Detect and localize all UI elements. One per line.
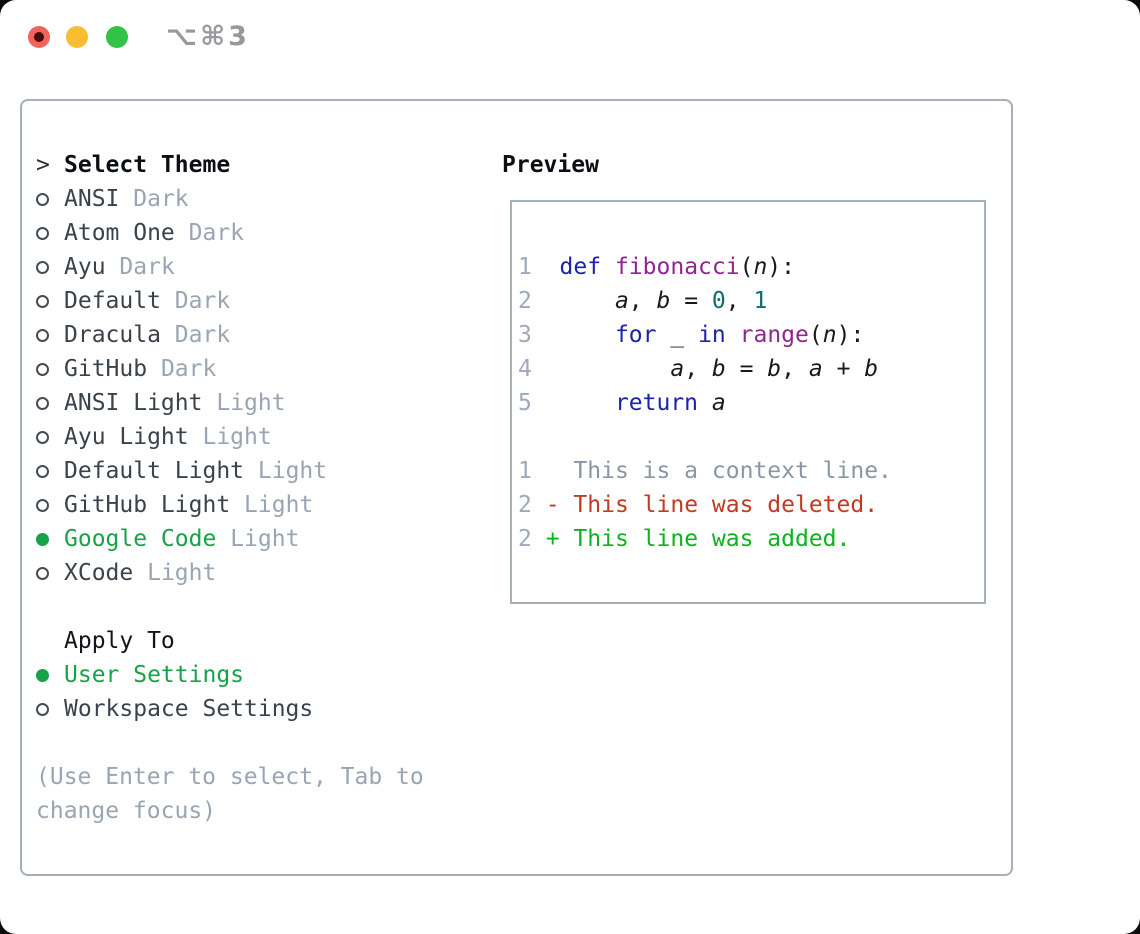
radio-icon xyxy=(36,328,49,342)
window-title: ⌥⌘3 xyxy=(166,21,250,52)
theme-option-ayu-light[interactable]: Ayu Light Light xyxy=(36,420,424,454)
preview-pane: 1 def fibonacci(n): 2 a, b = 0, 1 3 for _ … xyxy=(510,200,986,604)
close-button[interactable] xyxy=(28,26,50,48)
code-line: 2 a, b = 0, 1 xyxy=(518,288,768,314)
apply-to-header: Apply To xyxy=(36,624,424,658)
theme-option-label: Google Code Light xyxy=(64,526,300,552)
close-dot-icon xyxy=(34,32,44,42)
theme-option-default[interactable]: Default Dark xyxy=(36,284,424,318)
theme-option-label: Dracula Dark xyxy=(64,322,231,348)
apply-to-title: Apply To xyxy=(64,628,175,654)
radio-icon xyxy=(36,396,49,410)
radio-icon xyxy=(36,498,49,512)
theme-option-label: ANSI Light Light xyxy=(64,390,286,416)
theme-option-label: ANSI Dark xyxy=(64,186,189,212)
code-line: 2 - This line was deleted. xyxy=(518,492,879,518)
help-text-line-2: change focus) xyxy=(36,798,217,824)
apply-option-label: Workspace Settings xyxy=(64,696,314,722)
spacer xyxy=(36,726,424,760)
theme-option-default-light[interactable]: Default Light Light xyxy=(36,454,424,488)
theme-option-google-code[interactable]: Google Code Light xyxy=(36,522,424,556)
help-text-line-1: (Use Enter to select, Tab to xyxy=(36,764,424,790)
code-line: 3 for _ in range(n): xyxy=(518,322,865,348)
theme-option-ayu[interactable]: Ayu Dark xyxy=(36,250,424,284)
radio-icon xyxy=(36,702,49,716)
theme-option-label: Atom One Dark xyxy=(64,220,245,246)
theme-option-label: XCode Light xyxy=(64,560,217,586)
theme-option-label: Ayu Light Light xyxy=(64,424,272,450)
theme-option-label: Ayu Dark xyxy=(64,254,175,280)
radio-icon xyxy=(36,260,49,274)
theme-option-github-light[interactable]: GitHub Light Light xyxy=(36,488,424,522)
apply-option-user-settings[interactable]: User Settings xyxy=(36,658,424,692)
theme-option-label: GitHub Light Light xyxy=(64,492,314,518)
radio-icon xyxy=(36,464,49,478)
code-line: 4 a, b = b, a + b xyxy=(518,356,879,382)
apply-option-label: User Settings xyxy=(64,662,245,688)
radio-icon xyxy=(36,362,49,376)
radio-icon xyxy=(36,192,49,206)
code-line: 1 def fibonacci(n): xyxy=(518,254,795,280)
theme-option-ansi[interactable]: ANSI Dark xyxy=(36,182,424,216)
theme-option-xcode[interactable]: XCode Light xyxy=(36,556,424,590)
select-theme-title: Select Theme xyxy=(64,152,231,178)
theme-option-label: GitHub Dark xyxy=(64,356,217,382)
code-line: 2 + This line was added. xyxy=(518,526,851,552)
zoom-button[interactable] xyxy=(106,26,128,48)
theme-option-label: Default Light Light xyxy=(64,458,328,484)
radio-icon xyxy=(36,226,49,240)
radio-icon xyxy=(36,430,49,444)
cursor-prompt-icon: > xyxy=(36,152,50,178)
select-theme-header: > Select Theme xyxy=(36,148,424,182)
radio-icon xyxy=(36,294,49,308)
theme-option-atom-one[interactable]: Atom One Dark xyxy=(36,216,424,250)
code-line xyxy=(518,420,984,454)
preview-title: Preview xyxy=(502,152,599,178)
radio-selected-icon xyxy=(36,668,49,682)
theme-option-label: Default Dark xyxy=(64,288,231,314)
code-preview: 1 def fibonacci(n): 2 a, b = 0, 1 3 for _ … xyxy=(512,202,984,556)
spacer xyxy=(36,590,424,624)
radio-icon xyxy=(36,566,49,580)
minimize-button[interactable] xyxy=(66,26,88,48)
theme-option-ansi-light[interactable]: ANSI Light Light xyxy=(36,386,424,420)
code-line: 1 This is a context line. xyxy=(518,458,892,484)
apply-option-workspace-settings[interactable]: Workspace Settings xyxy=(36,692,424,726)
radio-selected-icon xyxy=(36,532,49,546)
code-line: 5 return a xyxy=(518,390,726,416)
theme-option-github[interactable]: GitHub Dark xyxy=(36,352,424,386)
theme-option-dracula[interactable]: Dracula Dark xyxy=(36,318,424,352)
